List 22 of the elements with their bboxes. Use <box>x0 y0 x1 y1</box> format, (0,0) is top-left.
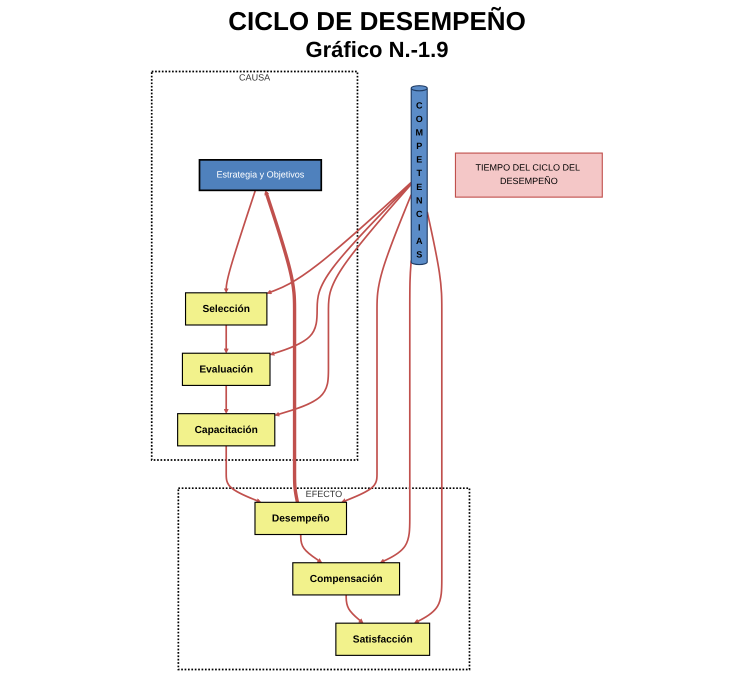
arrow <box>224 385 229 414</box>
arrow <box>341 194 412 503</box>
arrow <box>274 184 412 416</box>
node-box: Evaluación <box>182 352 271 386</box>
arrow <box>380 260 412 564</box>
arrow <box>270 182 412 356</box>
node-box: Compensación <box>292 562 400 596</box>
arrow <box>300 534 322 563</box>
arrow <box>224 190 256 294</box>
arrow <box>266 182 412 294</box>
arrow <box>345 594 364 624</box>
title: CICLO DE DESEMPEÑO <box>228 6 526 37</box>
node-box: Estrategia y Objetivos <box>198 159 322 192</box>
node-box: TIEMPO DEL CICLO DEL DESEMPEÑO <box>454 152 603 198</box>
arrow <box>225 446 262 503</box>
caption: Gráfico N.-1.9 <box>305 37 449 63</box>
node-box: Capacitación <box>177 413 276 446</box>
arrow <box>414 212 443 624</box>
node-box: Satisfacción <box>335 622 430 656</box>
node-box: Selección <box>184 292 268 326</box>
arrow <box>224 325 229 354</box>
node-box: Desempeño <box>254 502 348 536</box>
